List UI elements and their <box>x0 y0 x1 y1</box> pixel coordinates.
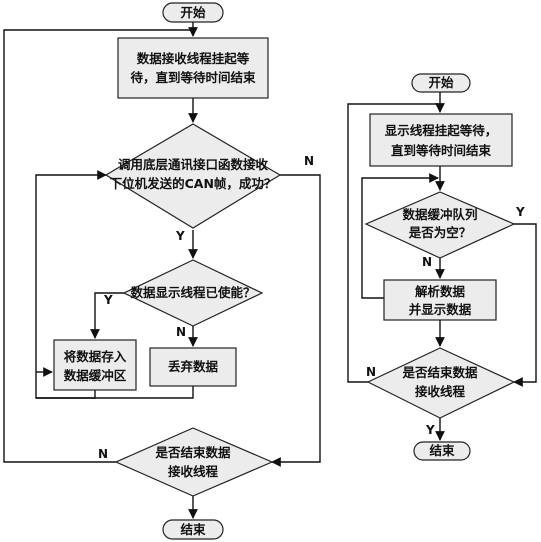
left-wait-line1: 数据接收线程挂起等 <box>136 51 250 66</box>
left-connector-enabled-store <box>90 292 124 339</box>
left-connector-recv-no <box>271 174 321 467</box>
left-end-decision-line2: 接收线程 <box>168 464 219 479</box>
left-flowchart: 开始 数据接收线程挂起等 待，直到等待时间结束 调用底层通讯接口函数接收 下位机… <box>3 2 321 540</box>
right-label-queue-yes: Y <box>515 205 525 219</box>
right-connector-queue-yes <box>512 223 537 387</box>
right-end-decision <box>366 347 516 419</box>
left-label-recv-no: N <box>304 154 314 168</box>
left-store-line2: 数据缓冲区 <box>63 368 127 383</box>
left-enabled-label: 数据显示线程已使能？ <box>129 285 255 300</box>
left-label-recv-yes: Y <box>175 229 185 243</box>
left-label-enabled-no: N <box>176 325 186 339</box>
right-queue-line1: 数据缓冲队列 <box>401 207 477 222</box>
right-label-queue-no: N <box>422 255 432 269</box>
right-parse-line1: 解析数据 <box>415 284 466 299</box>
left-end-decision-line1: 是否结束数据 <box>154 445 231 460</box>
left-end-decision <box>114 427 274 497</box>
left-connector-end-no-loop <box>3 29 193 463</box>
left-wait-process <box>117 37 269 99</box>
right-wait-line1: 显示线程挂起等待， <box>385 123 498 138</box>
right-queue-line2: 是否为空？ <box>408 225 472 240</box>
left-discard-process <box>149 347 237 387</box>
right-queue-decision <box>364 191 516 259</box>
left-end-terminal <box>162 519 224 540</box>
left-store-process <box>53 339 137 391</box>
right-parse-line2: 并显示数据 <box>409 302 472 317</box>
right-wait-line2: 直到等待时间结束 <box>391 143 492 158</box>
left-discard-label: 丢弃数据 <box>168 359 219 374</box>
right-connector-end-no-loop <box>347 103 438 383</box>
right-parse-process <box>383 279 497 321</box>
right-start-terminal <box>411 73 471 93</box>
right-flowchart: 开始 显示线程挂起等待， 直到等待时间结束 数据缓冲队列 是否为空？ 解析数据 … <box>347 73 537 461</box>
right-connector-parse-loop <box>361 173 439 299</box>
right-end-decision-line1: 是否结束数据 <box>401 365 478 380</box>
left-recv-decision <box>104 123 282 229</box>
left-store-line1: 将数据存入 <box>64 349 127 364</box>
right-end-decision-line2: 接收线程 <box>415 384 466 399</box>
right-end-label: 结束 <box>429 443 455 458</box>
right-wait-process <box>369 113 513 167</box>
left-recv-line1: 调用底层通讯接口函数接收 <box>118 157 269 172</box>
right-label-end-no: N <box>366 365 376 379</box>
left-start-label: 开始 <box>180 5 206 20</box>
left-enabled-decision <box>122 259 264 327</box>
left-label-enabled-yes: Y <box>103 293 113 307</box>
left-label-end-no: N <box>98 447 108 461</box>
left-start-terminal <box>162 2 224 23</box>
right-end-terminal <box>413 441 471 461</box>
right-start-label: 开始 <box>428 75 454 90</box>
left-end-label: 结束 <box>180 522 206 537</box>
left-wait-line2: 待，直到等待时间结束 <box>130 70 256 85</box>
left-recv-line2: 下位机发送的CAN帧，成功？ <box>110 176 277 191</box>
right-label-end-yes: Y <box>425 423 435 437</box>
left-connector-discard-loop <box>36 386 194 399</box>
